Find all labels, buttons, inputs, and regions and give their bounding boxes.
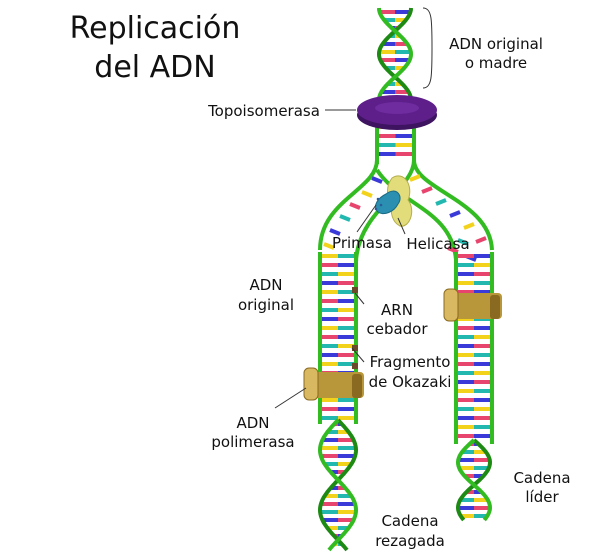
fork-right-outer bbox=[412, 159, 494, 251]
title-line-1: Replicación bbox=[70, 11, 241, 46]
okazaki-label-1: Fragmento bbox=[370, 353, 451, 371]
topoisomerase-icon bbox=[357, 95, 437, 130]
leading-strand-label-2: líder bbox=[525, 488, 559, 506]
fork-base bbox=[435, 198, 447, 206]
rna-primer-mark bbox=[352, 363, 358, 369]
fork-right-inner bbox=[375, 168, 458, 261]
fork-base bbox=[463, 222, 475, 230]
okazaki-label-2: de Okazaki bbox=[369, 373, 452, 391]
fork-base bbox=[409, 174, 421, 182]
helicase-pointer bbox=[397, 217, 406, 235]
polymerase-label-1: ADN bbox=[236, 414, 269, 432]
rna-primer-label-2: cebador bbox=[366, 320, 428, 338]
parent-helix-strand bbox=[377, 7, 414, 101]
lagging-helix-strand bbox=[317, 418, 359, 552]
polymerase-pointer bbox=[274, 387, 307, 409]
primase-pointer bbox=[356, 204, 377, 233]
fork-base bbox=[349, 202, 361, 210]
lagging-helix-strand bbox=[317, 418, 359, 552]
primer-pointer bbox=[354, 292, 365, 305]
leading-helix-strand bbox=[455, 438, 493, 522]
fork-left-outer bbox=[318, 159, 379, 251]
fork-base bbox=[449, 210, 461, 218]
dna-polymerase-leading-icon bbox=[443, 288, 502, 322]
rna-primer-mark bbox=[352, 345, 358, 351]
fork-base bbox=[475, 236, 487, 244]
rna-primer-mark bbox=[352, 287, 358, 293]
parent-dna-brace bbox=[422, 7, 433, 89]
dna-polymerase-lagging-icon bbox=[303, 367, 364, 401]
parent-dna-label-2: o madre bbox=[465, 54, 527, 72]
fork-base bbox=[421, 186, 433, 194]
fork-base bbox=[457, 238, 469, 246]
primase-icon bbox=[374, 190, 401, 215]
primase-label: Primasa bbox=[332, 234, 392, 252]
fork-base bbox=[371, 176, 383, 184]
lagging-strand-label-2: rezagada bbox=[375, 532, 445, 550]
fork-base bbox=[323, 242, 335, 250]
title-line-2: del ADN bbox=[94, 50, 215, 85]
okazaki-pointer bbox=[351, 347, 365, 363]
dna-structure bbox=[317, 7, 494, 552]
parent-dna-label-1: ADN original bbox=[449, 35, 543, 53]
polymerase-label-2: polimerasa bbox=[211, 433, 294, 451]
topoisomerase-label: Topoisomerasa bbox=[207, 102, 320, 120]
fork-base bbox=[329, 228, 341, 236]
fork-base bbox=[447, 246, 459, 254]
original-dna-label-2: original bbox=[238, 296, 294, 314]
lagging-strand-label-1: Cadena bbox=[381, 512, 438, 530]
parent-helix-strand bbox=[376, 7, 413, 101]
original-dna-label-1: ADN bbox=[249, 276, 282, 294]
rna-primer-label-1: ARN bbox=[381, 301, 413, 319]
leading-helix-strand bbox=[455, 438, 493, 522]
fork-base bbox=[361, 190, 373, 198]
helicase-label: Helicasa bbox=[406, 235, 469, 253]
annotation-lines bbox=[274, 7, 433, 409]
leading-strand-label-1: Cadena bbox=[513, 469, 570, 487]
fork-base bbox=[339, 214, 351, 222]
